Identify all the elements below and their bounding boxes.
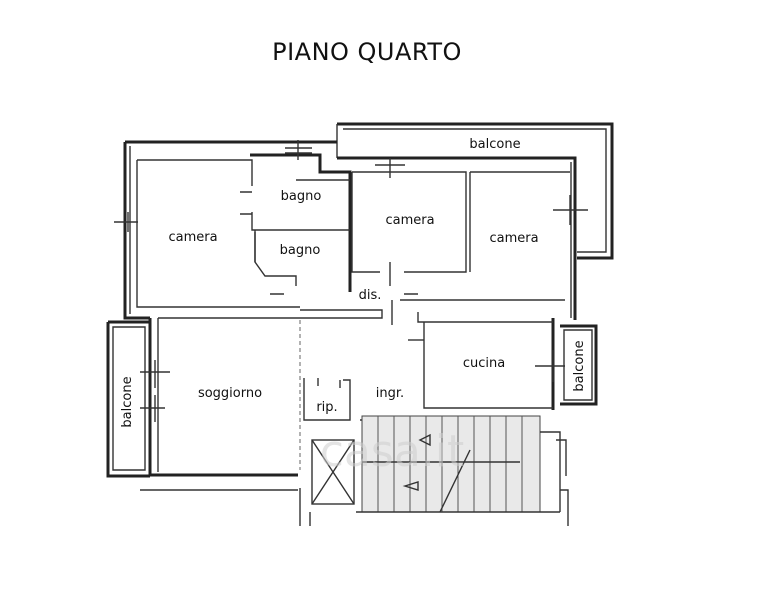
bedroom-center <box>351 158 467 273</box>
label-bagno-top: bagno <box>281 189 322 204</box>
label-camera-center: camera <box>385 213 434 228</box>
label-ingr: ingr. <box>376 386 404 401</box>
lower-edges <box>140 439 569 526</box>
plan-title: PIANO QUARTO <box>272 38 462 66</box>
living-room <box>140 317 301 472</box>
lift-shaft <box>311 439 355 505</box>
kitchen <box>423 322 565 409</box>
label-camera-right: camera <box>489 231 538 246</box>
label-cucina: cucina <box>463 356 505 371</box>
bathrooms <box>240 140 352 292</box>
bedroom-right <box>400 171 588 301</box>
label-dis: dis. <box>359 288 382 303</box>
label-rip: rip. <box>316 400 337 415</box>
watermark: casa.it <box>320 426 465 477</box>
label-soggiorno: soggiorno <box>198 386 262 401</box>
label-balcone-left: balcone <box>120 376 135 427</box>
label-balcone-top: balcone <box>469 137 520 152</box>
label-balcone-right: balcone <box>572 340 587 391</box>
staircase <box>356 415 561 513</box>
balcony-right <box>560 324 598 406</box>
label-camera-left: camera <box>168 230 217 245</box>
corridor <box>270 262 553 341</box>
label-bagno-bottom: bagno <box>280 243 321 258</box>
balcony-left <box>106 320 150 478</box>
bedroom-left <box>114 159 300 308</box>
